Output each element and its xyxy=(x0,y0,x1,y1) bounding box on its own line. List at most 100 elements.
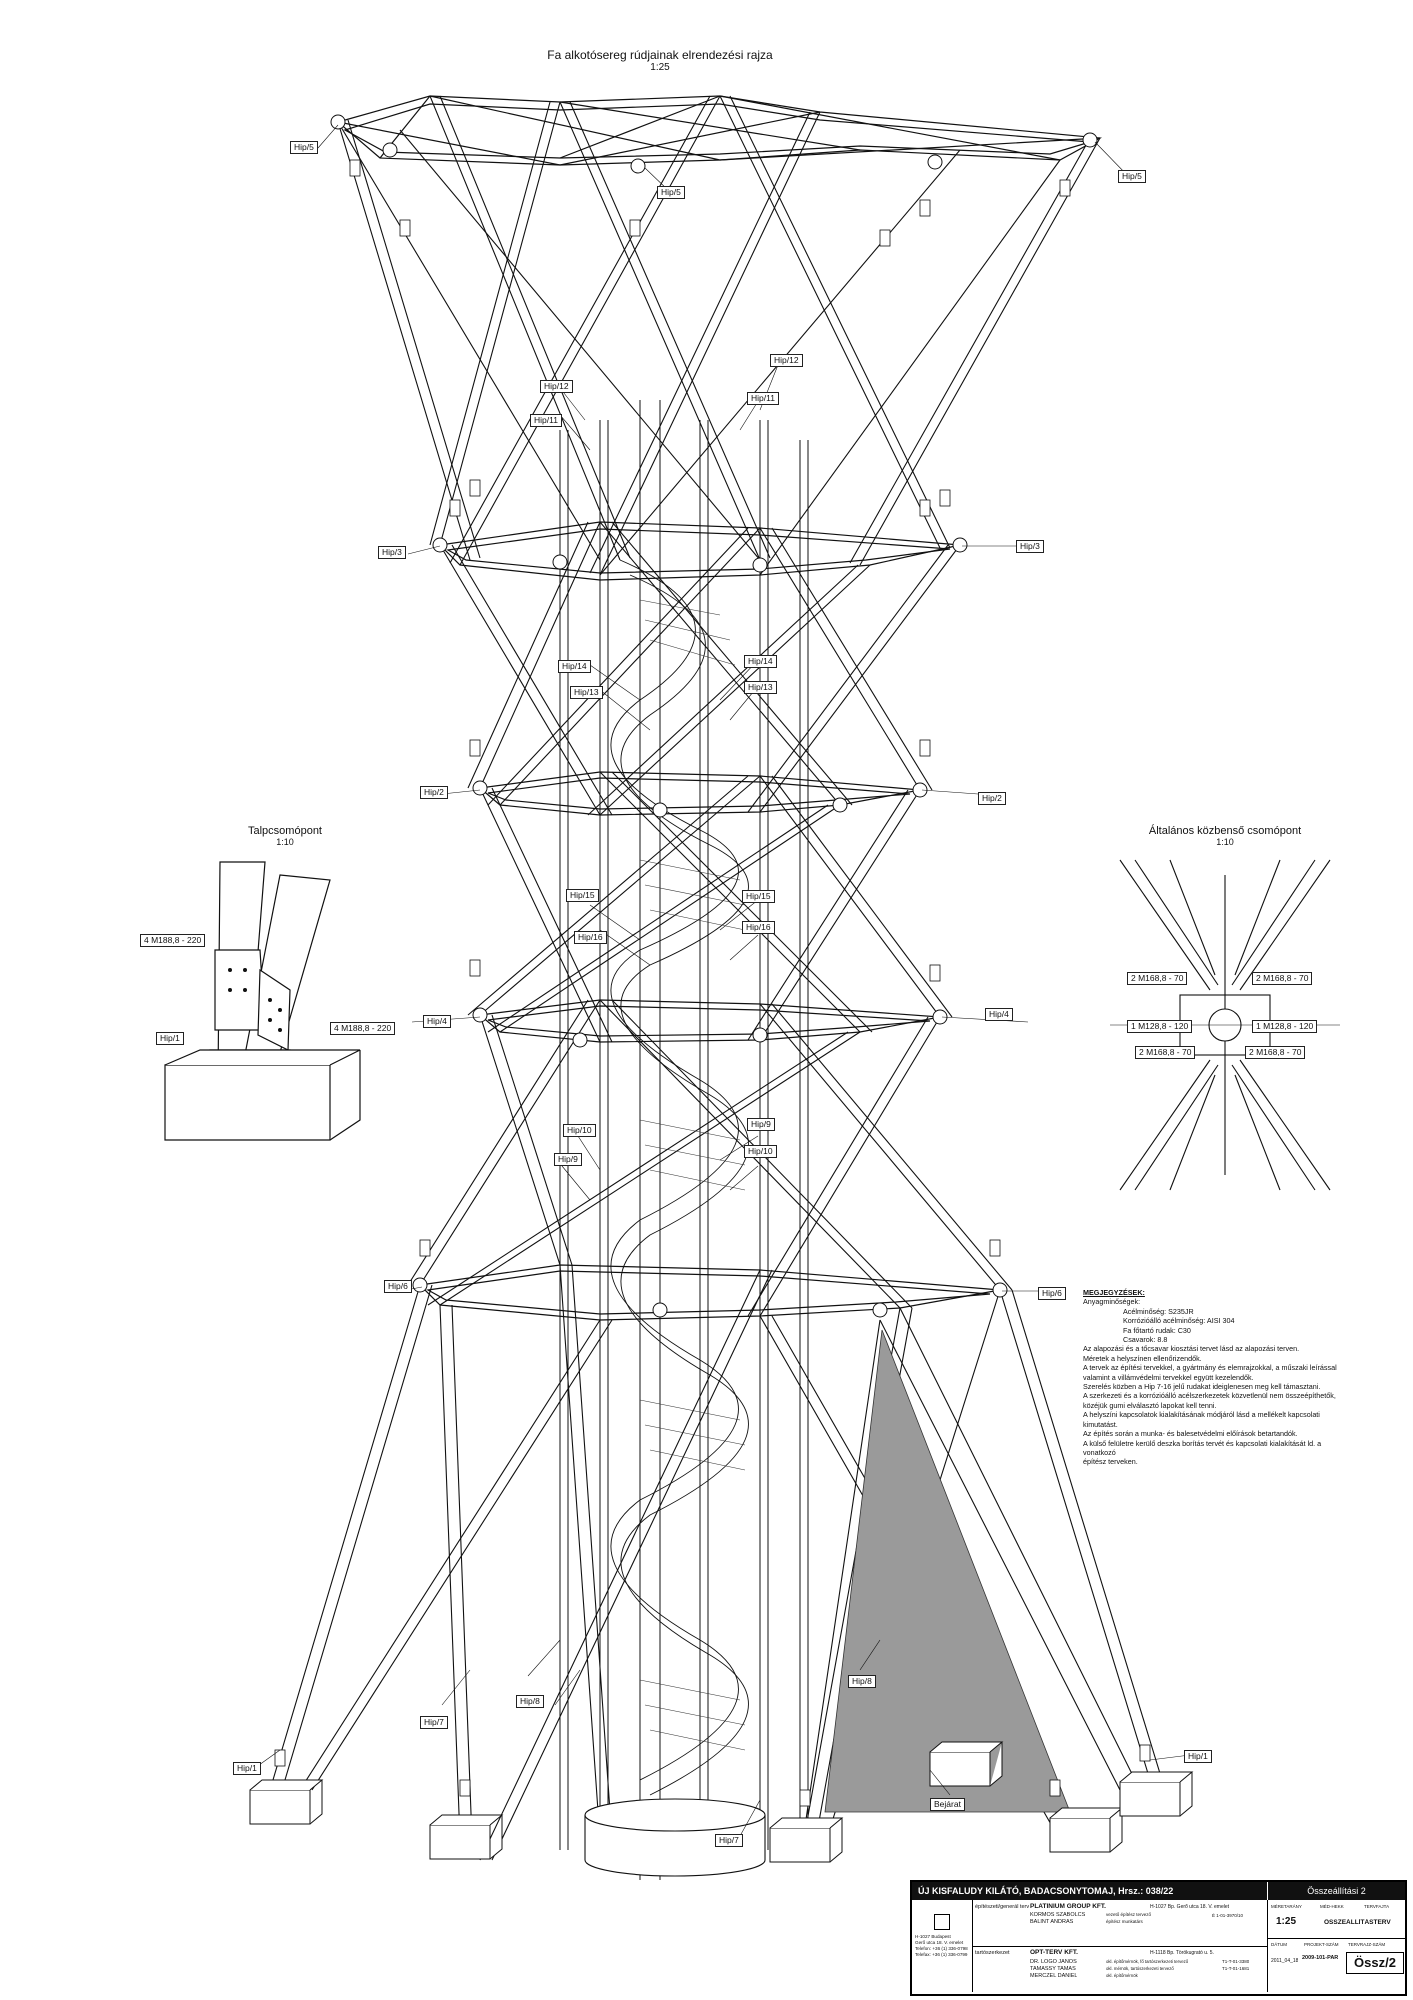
drawing-title: Fa alkotósereg rúdjainak elrendezési raj… xyxy=(450,48,870,73)
mid-bolt-label: 1 M128,8 - 120 xyxy=(1252,1020,1318,1033)
date-label: DÁTUM xyxy=(1271,1942,1287,1947)
member-label: Hip/7 xyxy=(420,1716,448,1729)
office-addr: Telefax: +36 (1) 336-0799 xyxy=(915,1952,968,1957)
office-addr: H-1027 Budapest xyxy=(915,1934,951,1939)
date-value: 2011_04_18 xyxy=(1271,1958,1299,1964)
c2-role: okl. mérnök, tartószerkezeti tervező xyxy=(1106,1966,1174,1971)
member-label: Hip/14 xyxy=(558,660,591,673)
member-label: Hip/16 xyxy=(574,931,607,944)
note-line: Az építés során a munka- és balesetvédel… xyxy=(1083,1429,1298,1439)
member-label: Hip/5 xyxy=(1118,170,1146,183)
mid-bolt-label: 2 M168,8 - 70 xyxy=(1245,1046,1306,1059)
note-line: Szerelés közben a Hip 7-16 jelű rudakat … xyxy=(1083,1382,1321,1392)
foot-bolt-label-top: 4 M188,8 - 220 xyxy=(140,934,206,947)
member-label: Hip/15 xyxy=(566,889,599,902)
base-cylinder xyxy=(584,1798,766,1877)
c2-name: TAMÁSSY TAMÁS xyxy=(1030,1966,1076,1972)
ring-level-3 xyxy=(478,999,941,1043)
c1-addr: H-1027 Bp. Gerő utca 18. V. emelet xyxy=(1150,1904,1230,1910)
member-label: Hip/10 xyxy=(563,1124,596,1137)
mid-node-detail xyxy=(1110,859,1340,1191)
c2-label: tartószerkezet xyxy=(975,1950,1010,1956)
c2-reg: T1-T-01-3380 xyxy=(1222,1959,1250,1964)
office-addr: Gerő utca 18. V. emelet xyxy=(915,1940,964,1945)
material-line: Korrózióálló acélminőség: AISI 304 xyxy=(1123,1316,1235,1326)
foot-member-label: Hip/1 xyxy=(156,1032,184,1045)
note-line: A külső felületre kerülő deszka borítás … xyxy=(1083,1438,1322,1457)
mid-node-title: Általános közbenső csomópont 1:10 xyxy=(1110,825,1340,847)
hdr-page-label: MÉD-HEKK xyxy=(1320,1904,1344,1909)
ring-nodes xyxy=(330,114,1098,1318)
mid-node-scale: 1:10 xyxy=(1216,837,1234,847)
mid-bolt-label: 2 M168,8 - 70 xyxy=(1135,1046,1196,1059)
top-ring-inner xyxy=(343,103,1091,159)
c1-role: építész munkatárs xyxy=(1106,1919,1143,1924)
foot-node-title: Talpcsomópont 1:10 xyxy=(200,825,370,847)
note-line: építész terveken. xyxy=(1083,1457,1138,1467)
member-label: Hip/3 xyxy=(1016,540,1044,553)
note-line: A szerkezeti és a korrózióálló acélszerk… xyxy=(1083,1391,1336,1401)
member-label: Hip/16 xyxy=(742,921,775,934)
office-addr: Telefon: +36 (1) 336-0798 xyxy=(915,1946,968,1951)
materials-heading: Anyagminőségek: xyxy=(1083,1297,1141,1307)
office-column: H-1027 Budapest Gerő utca 18. V. emelet … xyxy=(912,1900,973,1992)
note-line: A helyszíni kapcsolatok kialakításának m… xyxy=(1083,1410,1320,1429)
member-label: Hip/9 xyxy=(747,1118,775,1131)
material-line: Csavarok: 8.8 xyxy=(1123,1335,1168,1345)
project-number: 2009-101-PAR xyxy=(1302,1955,1339,1961)
member-label: Hip/2 xyxy=(978,792,1006,805)
member-label: Hip/11 xyxy=(747,392,779,405)
member-label: Hip/7 xyxy=(715,1834,743,1847)
foot-node-scale: 1:10 xyxy=(276,837,294,847)
central-column xyxy=(559,400,809,1880)
c2-addr: H-1118 Bp. Törökugrató u. 5. xyxy=(1150,1950,1214,1956)
member-label: Hip/13 xyxy=(570,686,603,699)
member-label: Hip/6 xyxy=(1038,1287,1066,1300)
c2-name: DR. LÓGÓ JÁNOS xyxy=(1030,1959,1077,1965)
c1-name: BÁLINT ANDRÁS xyxy=(1030,1919,1074,1925)
drawing-scale: 1:25 xyxy=(650,62,670,73)
c1-firm: PLATINIUM GROUP KFT. xyxy=(1030,1903,1106,1910)
top-ring xyxy=(336,95,1103,166)
stair-treads xyxy=(639,599,746,1751)
c2-firm: OPT-TERV KFT. xyxy=(1030,1949,1078,1956)
c1-role: vezető építész tervező xyxy=(1106,1912,1152,1917)
entrance-shade xyxy=(824,1329,1071,1813)
material-line: Acélminőség: S235JR xyxy=(1123,1306,1194,1316)
note-line: közéjük gumi elválasztó lapokat kell ten… xyxy=(1083,1400,1217,1410)
foot-node-detail xyxy=(164,861,361,1141)
spiral-staircase xyxy=(610,559,749,1796)
member-label: Hip/13 xyxy=(744,681,777,694)
member-label: Hip/2 xyxy=(420,786,448,799)
c1-reg: É 1-01-3970/10 xyxy=(1212,1913,1244,1918)
c2-name: MERCZEL DÁNIEL xyxy=(1030,1973,1078,1979)
entrance-label: Bejárat xyxy=(930,1798,965,1811)
scale-value: 1:25 xyxy=(1276,1916,1297,1927)
c1-name: KÖRMÖS SZABOLCS xyxy=(1030,1912,1086,1918)
material-line: Fa főtartó rudak: C30 xyxy=(1123,1325,1191,1335)
member-label: Hip/5 xyxy=(657,186,685,199)
contractor-architect: építészeti/generál terv PLATINIUM GROUP … xyxy=(972,1900,1267,1947)
member-label: Hip/15 xyxy=(742,890,775,903)
c2-role: okl. építőmérnök xyxy=(1106,1973,1138,1978)
mid-node-title-text: Általános közbenső csomópont xyxy=(1148,825,1302,837)
sheet-title: Összeállítási 2 xyxy=(1267,1882,1405,1900)
title-block: ÚJ KISFALUDY KILÁTÓ, BADACSONYTOMAJ, Hrs… xyxy=(910,1880,1407,1996)
ring-level-4 xyxy=(418,1264,1001,1321)
member-label: Hip/8 xyxy=(848,1675,876,1688)
proj-num-label: PROJEKT-SZÁM xyxy=(1304,1942,1339,1947)
member-label: Hip/1 xyxy=(1184,1750,1212,1763)
notes-block: MEGJEGYZÉSEK: Anyagminőségek: Acélminősé… xyxy=(1083,1288,1343,1467)
project-title: ÚJ KISFALUDY KILÁTÓ, BADACSONYTOMAJ, Hrs… xyxy=(912,1882,1267,1900)
steel-plates xyxy=(274,159,1151,1807)
c2-reg: T1-T-01-1681 xyxy=(1222,1966,1250,1971)
c1-label: építészeti/generál terv xyxy=(975,1904,1030,1910)
member-label: Hip/9 xyxy=(554,1153,582,1166)
member-label: Hip/12 xyxy=(770,354,803,367)
drawing-title-text: Fa alkotósereg rúdjainak elrendezési raj… xyxy=(547,48,773,62)
member-label: Hip/11 xyxy=(530,414,562,427)
sheet-number: Össz/2 xyxy=(1346,1952,1404,1974)
mid-bolt-label: 2 M168,8 - 70 xyxy=(1252,972,1313,985)
plan-num-label: TERVRAJZ-SZÁM xyxy=(1348,1942,1386,1947)
